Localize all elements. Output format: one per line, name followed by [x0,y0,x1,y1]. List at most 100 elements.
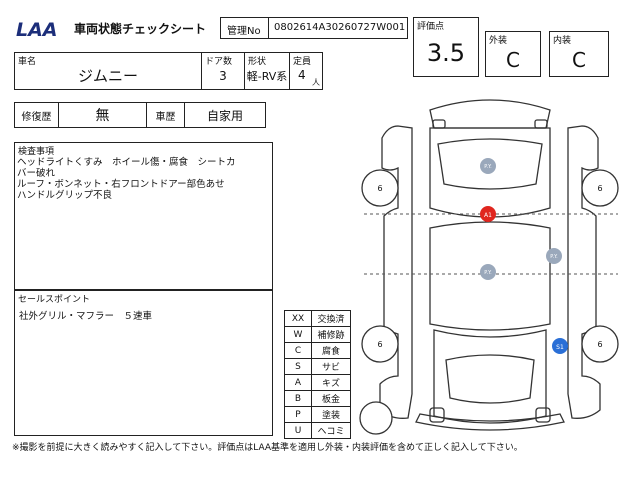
legend-meaning: 補修跡 [311,326,351,343]
spare-tire [359,401,393,435]
management-box: 管理No 0802614A30260727W001 [220,17,408,39]
legend-code: W [284,326,312,343]
tire-front-right [581,169,619,207]
car-roof-center [429,221,551,331]
paint-mark-right-door [546,248,562,264]
inspection-notes: ヘッドライトくすみ ホイール傷・腐食 シートカ バー破れ ルーフ・ボンネット・右… [17,157,267,201]
body-type-label: 形状 [248,57,267,67]
doors-value: 3 [219,69,227,83]
car-rear-lamp-right [535,407,551,423]
car-rear [433,329,547,424]
rust-mark-rear [552,338,568,354]
legend-meaning: 塗装 [311,406,351,423]
tire-front-left [361,169,399,207]
usage-history-value: 自家用 [206,108,243,123]
management-label: 管理No [227,26,261,37]
interior-score-box: 内装 C [549,31,609,77]
paint-mark-roof-label: P.Y. [484,270,492,276]
overall-score-value: 3.5 [426,39,466,67]
car-rear-bumper [415,413,565,431]
usage-history-label: 車歴 [147,103,185,127]
tire-depth-front-left: 6 [377,184,382,193]
inspection-box: 検査事項 [14,142,273,290]
interior-score-label: 内装 [553,36,572,46]
doors-cell: ドア数 3 [201,53,244,89]
management-label-cell: 管理No [221,18,269,38]
capacity-label: 定員 [293,57,312,67]
rust-mark-label: S1 [556,344,564,351]
body-type-value: 軽-RV系 [246,70,288,83]
paint-mark-roof [480,264,496,280]
legend-meaning: サビ [311,358,351,375]
repair-history-label: 修復歴 [15,103,59,127]
legend-code: XX [284,310,312,327]
car-rear-window [445,354,535,404]
scratch-mark-label: A1 [484,212,492,219]
legend-meaning: 板金 [311,390,351,407]
legend-code: B [284,390,312,407]
exterior-score-box: 外装 C [485,31,541,77]
sheet-title: 車両状態チェックシート [74,22,207,36]
inspection-line: バー破れ [17,168,56,179]
tire-depth-rear-left: 6 [377,340,382,349]
paint-mark-right-door-label: P.Y. [550,254,558,260]
inspection-label: 検査事項 [18,147,55,157]
tire-depth-rear-right: 6 [597,340,602,349]
sales-point-label: セールスポイント [18,295,91,305]
capacity-unit: 人 [312,78,320,87]
doors-label: ドア数 [205,57,233,67]
legend-meaning: ヘコミ [311,422,351,439]
legend-meaning: 腐食 [311,342,351,359]
scratch-mark-front-door [480,206,496,222]
legend-code: S [284,358,312,375]
car-left-side [379,125,413,419]
car-damage-diagram: 6 6 6 6 P.Y. A1 P.Y. P.Y. S1 [359,99,619,435]
management-number: 0802614A30260727W001 [274,22,406,33]
vehicle-name: ジムニー [77,66,138,85]
exterior-score-value: C [506,48,520,72]
exterior-score-label: 外装 [489,36,508,46]
legend-code: A [284,374,312,391]
car-right-side [567,125,601,419]
vehicle-name-label: 車名 [18,57,37,67]
legend-code: U [284,422,312,439]
footer-note: ※撮影を前提に大きく読みやすく記入して下さい。評価点はLAA基準を適用し外装・内… [12,443,523,453]
legend-meaning: 交換済 [311,310,351,327]
tire-rear-left [361,325,399,363]
car-windshield [437,138,543,190]
inspection-line: ヘッドライトくすみ ホイール傷・腐食 シートカ [17,157,236,168]
inspection-line: ルーフ・ボンネット・右フロントドアー部色あせ [17,179,225,190]
sales-point-text: 社外グリル・マフラー ５速車 [19,311,153,322]
legend-code: C [284,342,312,359]
overall-score-label: 評価点 [417,22,445,32]
sales-point-box: セールスポイント [14,290,273,436]
laa-logo: LAA [14,18,70,41]
body-type-cell: 形状 軽-RV系 [244,53,289,89]
tire-rear-right [581,325,619,363]
inspection-line: ハンドルグリップ不良 [17,190,113,201]
legend-meaning: キズ [311,374,351,391]
interior-score-value: C [572,48,586,72]
paint-mark-hood [480,158,496,174]
vehicle-info-box: 車名 ジムニー ドア数 3 形状 軽-RV系 定員 4 人 [14,52,323,90]
car-roof-front [429,99,551,129]
tire-depth-front-right: 6 [597,184,602,193]
legend-code: P [284,406,312,423]
repair-history-value: 無 [59,103,147,127]
capacity-cell: 定員 4 人 [289,53,322,89]
overall-score-box: 評価点 3.5 [413,17,479,77]
history-box: 修復歴 無 車歴 自家用 [14,102,266,128]
paint-mark-hood-label: P.Y. [484,164,492,170]
car-mirror-left [432,119,446,129]
logo-text: LAA [16,19,58,40]
capacity-value: 4 [298,68,306,82]
